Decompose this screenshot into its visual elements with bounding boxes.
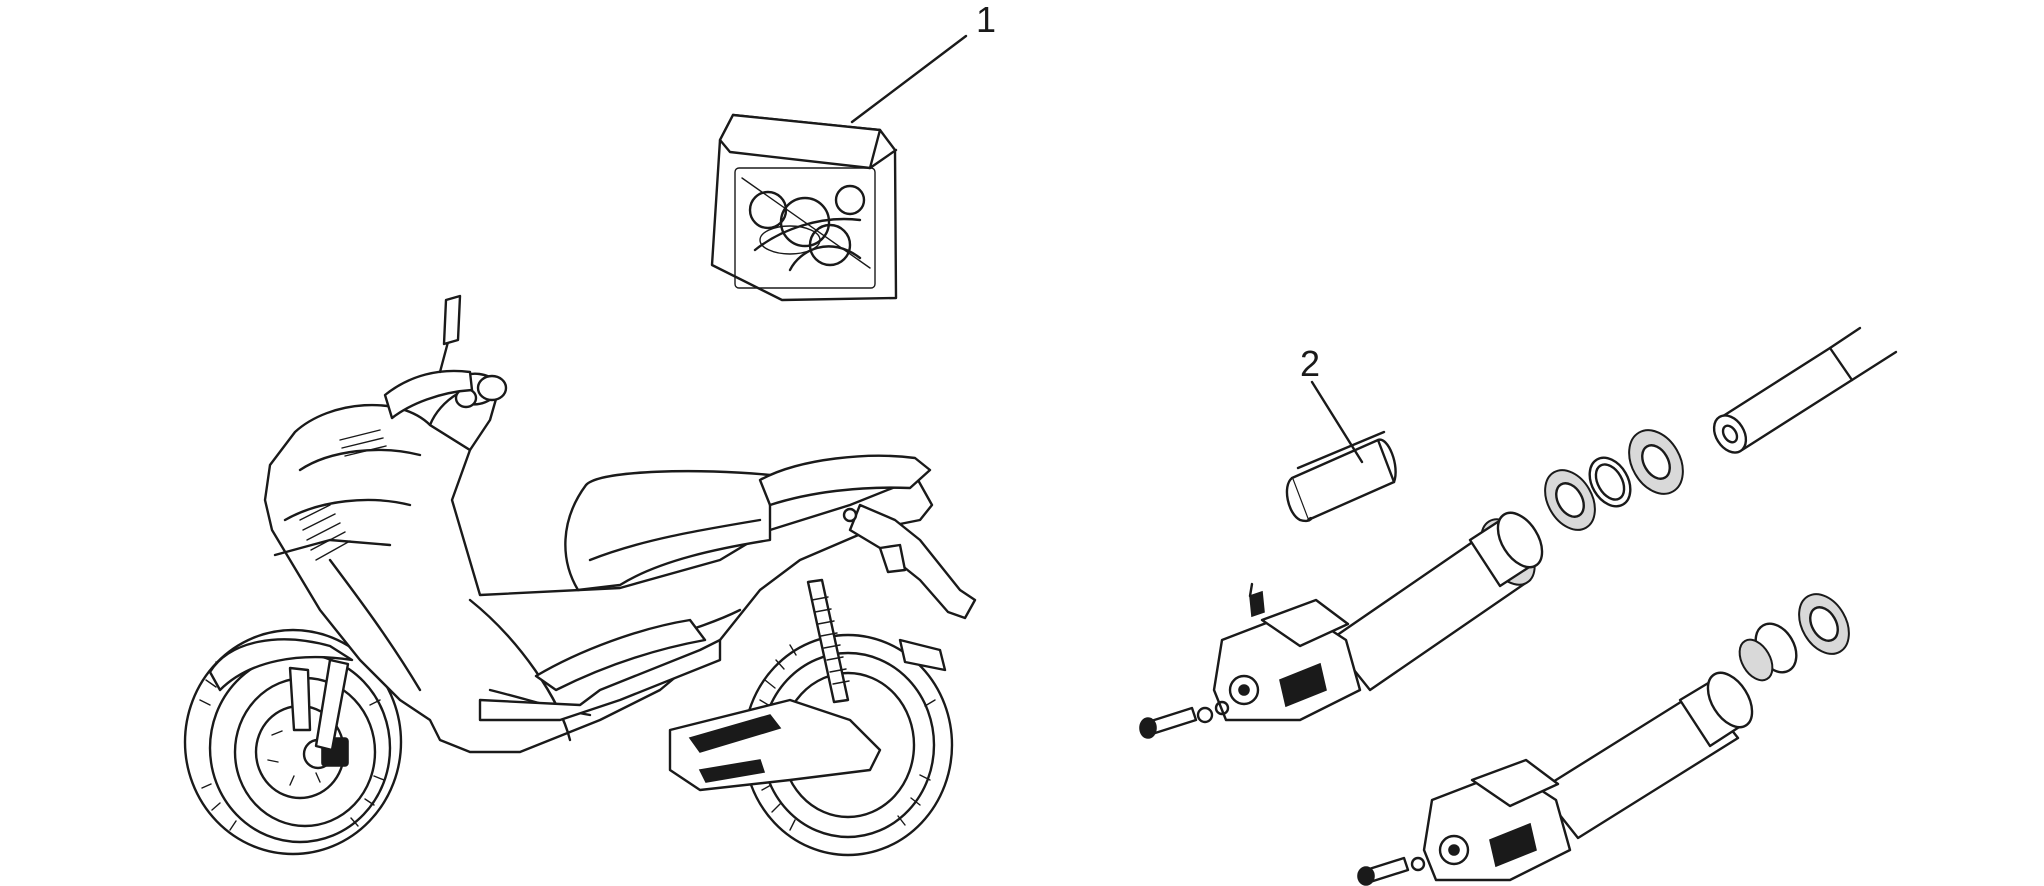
- front-fork-leg-left-icon: [1357, 593, 1850, 886]
- leader-line-2: [1310, 380, 1364, 464]
- callout-2: 2: [1300, 343, 1320, 384]
- front-fork-leg-right-icon: [1139, 326, 1898, 739]
- rear-shock-icon: [806, 578, 850, 704]
- front-wheel-icon: [183, 628, 403, 856]
- callout-1: 1: [976, 0, 996, 40]
- leader-line-1: [850, 34, 968, 124]
- gasket-kit-bag-icon: [710, 113, 898, 302]
- fork-tube-sleeve-icon: [1285, 430, 1397, 523]
- scooter-icon: [183, 294, 977, 857]
